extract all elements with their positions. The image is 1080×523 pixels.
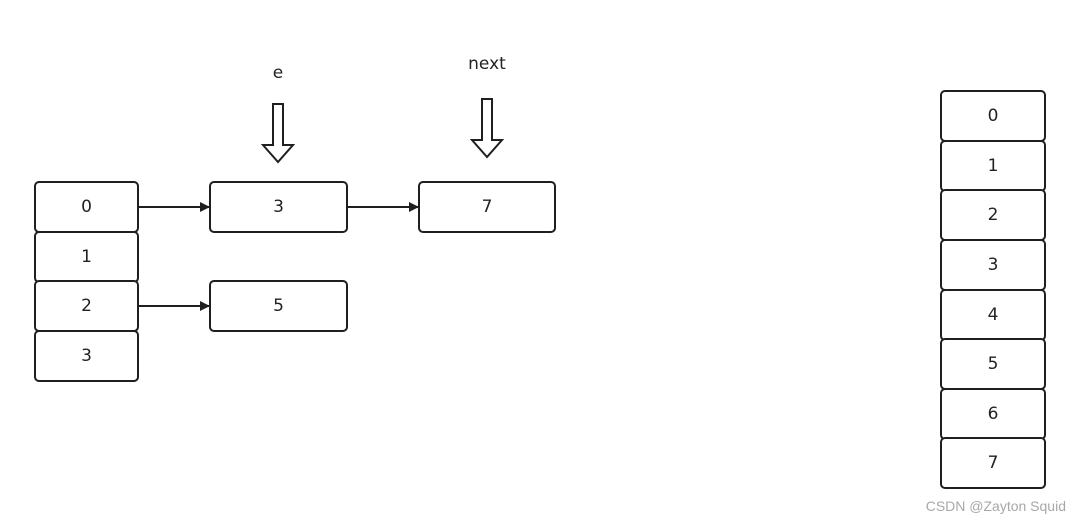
new-table-slot-0: 0 xyxy=(940,90,1046,142)
chain-node-5: 5 xyxy=(209,280,348,332)
next-pointer-arrow-icon xyxy=(469,98,505,159)
e-pointer-arrow-icon xyxy=(260,103,296,164)
old-table-slot-0: 0 xyxy=(34,181,139,233)
new-table-slot-4: 4 xyxy=(940,289,1046,341)
e-pointer-label: e xyxy=(272,63,284,83)
new-table-slot-6: 6 xyxy=(940,388,1046,440)
new-table-slot-5: 5 xyxy=(940,338,1046,390)
new-table-slot-7: 7 xyxy=(940,437,1046,489)
next-pointer-label: next xyxy=(468,54,506,74)
chain-node-7: 7 xyxy=(418,181,556,233)
new-table-slot-1: 1 xyxy=(940,140,1046,192)
new-table-slot-2: 2 xyxy=(940,189,1046,241)
old-table-slot-3: 3 xyxy=(34,330,139,382)
chain-node-3: 3 xyxy=(209,181,348,233)
old-table-slot-2: 2 xyxy=(34,280,139,332)
new-table-slot-3: 3 xyxy=(940,239,1046,291)
old-table-slot-1: 1 xyxy=(34,231,139,283)
watermark: CSDN @Zayton Squid xyxy=(925,498,1066,514)
